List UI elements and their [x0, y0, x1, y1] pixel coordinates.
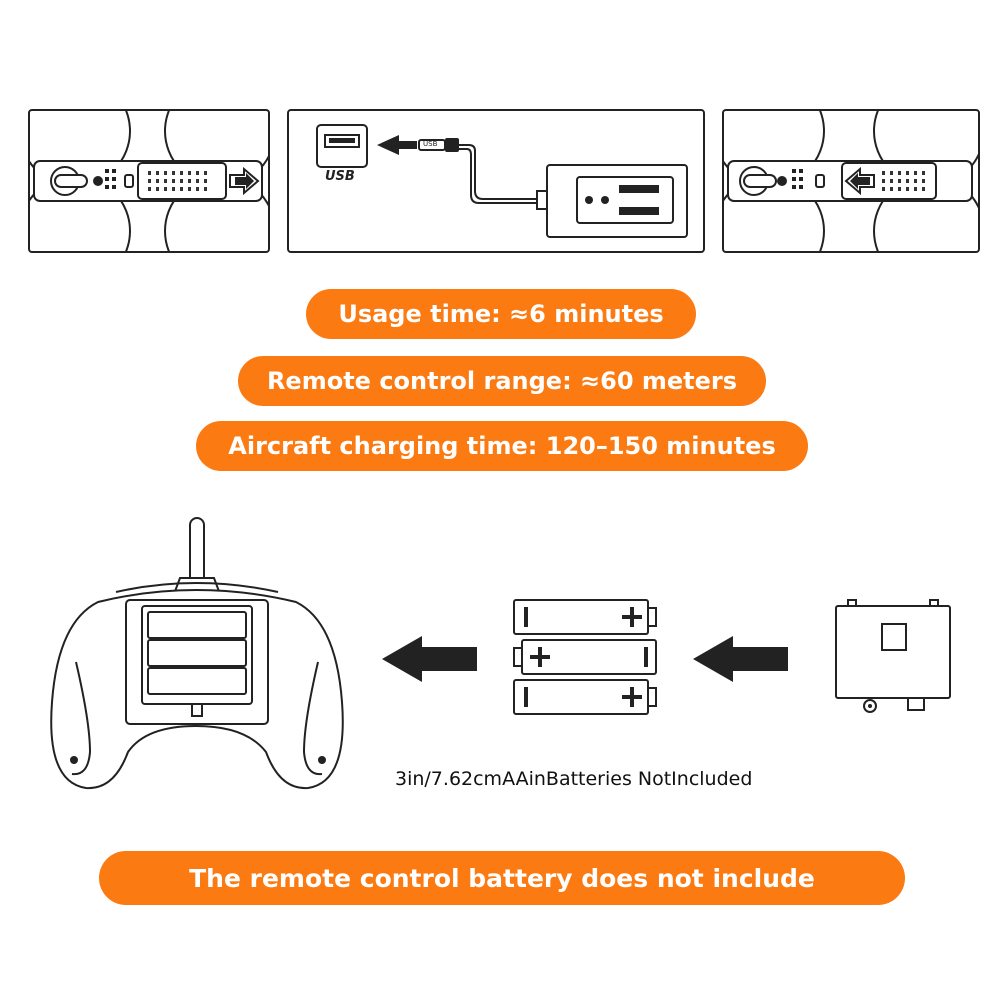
battery-caption: 3in/7.62cmAAinBatteries NotIncluded: [395, 768, 753, 790]
battery-cover-icon: [834, 598, 952, 716]
usage-time-pill: Usage time: ≈6 minutes: [306, 289, 696, 339]
charging-diagram: [316, 124, 688, 238]
remote-controller-icon: [46, 512, 348, 794]
cable-plug-label: USB: [423, 140, 438, 148]
drone-battery-insert-panel-left: [28, 109, 270, 253]
drone-battery-insert-panel-right: [722, 109, 980, 253]
usb-port-icon: [316, 124, 368, 168]
aa-battery-icon: [508, 598, 664, 718]
charging-time-pill: Aircraft charging time: 120–150 minutes: [196, 421, 808, 471]
arrow-left-icon: [382, 636, 477, 682]
battery-not-included-pill: The remote control battery does not incl…: [99, 851, 905, 905]
drone-top-view-left: [30, 111, 268, 251]
arrow-left-icon: [693, 636, 788, 682]
drone-top-view-right: [724, 111, 978, 251]
usb-charging-panel: USB USB: [287, 109, 705, 253]
remote-range-pill: Remote control range: ≈60 meters: [238, 356, 766, 406]
usb-label: USB: [325, 169, 355, 184]
